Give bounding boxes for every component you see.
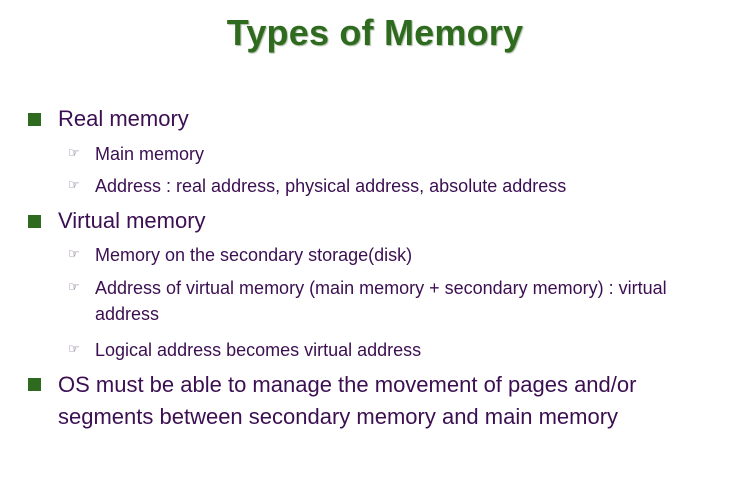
bullet-virtual-memory: Virtual memory — [58, 208, 206, 233]
pointing-hand-icon: ☞ — [68, 280, 80, 295]
sub-bullet-real-address: Address : real address, physical address… — [95, 176, 567, 196]
pointing-hand-icon: ☞ — [68, 178, 80, 193]
pointing-hand-icon: ☞ — [68, 247, 80, 262]
sub-bullet-secondary-storage: Memory on the secondary storage(disk) — [95, 245, 413, 265]
sub-bullet-logical-address: Logical address becomes virtual address — [95, 340, 422, 360]
pointing-hand-icon: ☞ — [68, 146, 80, 161]
pointing-hand-icon: ☞ — [68, 342, 80, 357]
slide-title: Types of Memory — [226, 12, 524, 53]
square-bullet-icon — [28, 113, 41, 126]
square-bullet-icon — [28, 215, 41, 228]
sub-bullet-main-memory: Main memory — [95, 144, 205, 164]
bullet-os-manage: OS must be able to manage the movement o… — [58, 372, 637, 429]
bullet-real-memory: Real memory — [58, 106, 189, 131]
sub-bullet-virtual-address: Address of virtual memory (main memory +… — [95, 278, 667, 324]
square-bullet-icon — [28, 378, 41, 391]
